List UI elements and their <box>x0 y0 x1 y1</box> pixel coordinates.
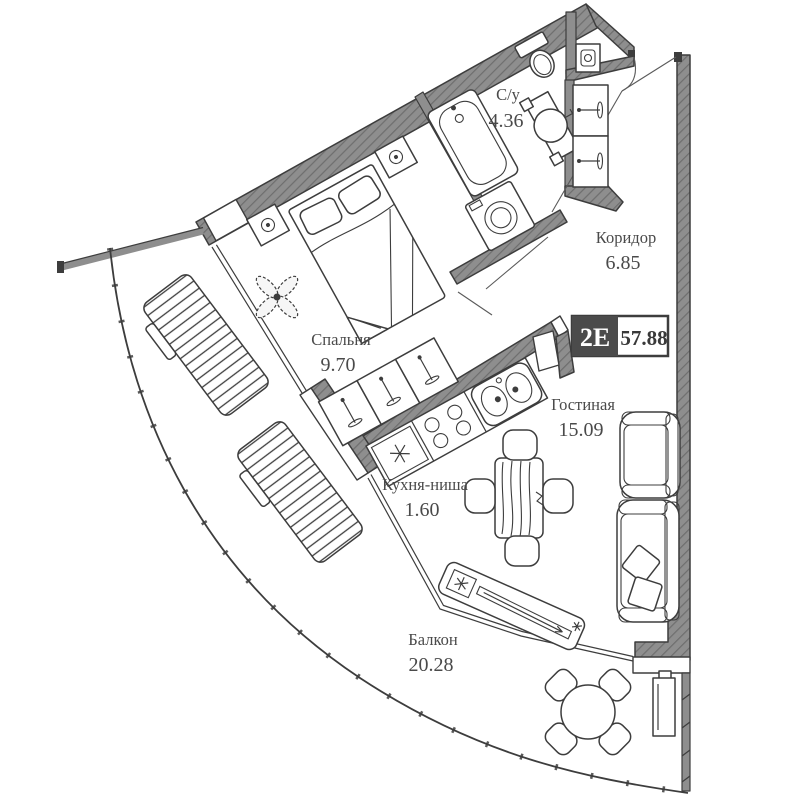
wall-alcove-bottom <box>564 185 624 212</box>
tv-bench <box>437 561 586 651</box>
entry-door-arc <box>621 56 637 92</box>
living-furniture <box>437 411 681 651</box>
dining-table <box>464 429 574 567</box>
bed <box>288 164 446 345</box>
stove <box>424 404 472 449</box>
toilet <box>514 31 555 78</box>
wall-toilet-divider <box>565 11 577 75</box>
bathtub <box>427 89 519 197</box>
room-label-bedroom: Спальня <box>311 330 371 349</box>
bathroom-sink <box>518 90 580 167</box>
sun-lounger <box>143 274 269 416</box>
bedroom-door-leaf <box>457 291 493 316</box>
unit-badge: 2Е 57.88 <box>570 314 670 358</box>
decor-star-icon <box>454 577 469 591</box>
hanger-icon <box>417 355 440 385</box>
niche-appliance <box>575 43 601 73</box>
hanger-icon <box>379 376 401 407</box>
armchair <box>619 411 681 499</box>
kitchen-sink <box>470 362 543 427</box>
hanger-icon <box>340 397 363 428</box>
snowflake-icon <box>390 444 410 463</box>
parapet-end-cap <box>57 261 64 273</box>
balcony-parapet <box>61 227 204 271</box>
bathroom-fixtures <box>427 31 601 252</box>
room-label-kitchen: Кухня-ниша <box>382 475 469 494</box>
hanger-icon <box>577 101 604 119</box>
kitchen-counter <box>365 357 549 487</box>
bath-door-leaf <box>485 236 549 290</box>
sun-lounger <box>237 421 363 563</box>
washing-machine <box>464 180 536 252</box>
kitchen-window <box>299 387 369 481</box>
vent-duct <box>532 330 560 372</box>
pillow <box>627 576 663 612</box>
balcony-rail-ticks <box>681 693 691 783</box>
room-area-kitchen: 1.60 <box>405 499 440 521</box>
room-label-corridor: Коридор <box>596 228 656 247</box>
balcony-parapet-edge <box>61 226 204 265</box>
fridge <box>370 425 430 482</box>
balcony-table-set <box>544 668 632 756</box>
east-wall-cap <box>674 52 682 62</box>
nightstand <box>373 135 419 179</box>
room-label-bathroom: С/у <box>496 85 521 104</box>
bedroom-wardrobe <box>317 337 459 447</box>
room-label-living: Гостиная <box>551 395 615 414</box>
decor-star-icon <box>571 621 582 632</box>
sofa <box>616 499 680 623</box>
dining-chair <box>504 535 540 567</box>
dining-chair <box>502 429 538 461</box>
room-label-balcony: Балкон <box>408 630 458 649</box>
plant <box>255 275 299 319</box>
wall-kitchen-cap <box>550 315 569 338</box>
balcony-rail <box>681 672 691 792</box>
hall-wardrobe <box>572 84 609 188</box>
dining-chair <box>464 478 496 514</box>
room-area-balcony: 20.28 <box>409 654 454 676</box>
hanger-icon <box>577 152 604 170</box>
entry-jamb-cap <box>628 50 635 61</box>
room-labels: С/у 4.36 Коридор 6.85 Спальня 9.70 Гости… <box>311 85 656 676</box>
unit-area: 57.88 <box>620 326 667 350</box>
balcony-table <box>560 684 616 740</box>
pillow <box>621 544 661 584</box>
nightstand <box>245 203 291 247</box>
dining-chair <box>542 478 574 514</box>
unit-type: 2Е <box>580 323 610 352</box>
room-area-bathroom: 4.36 <box>489 110 524 132</box>
room-area-living: 15.09 <box>559 419 604 441</box>
bedroom-glazing <box>211 244 307 394</box>
balcony-curve <box>109 247 689 794</box>
entry-door-leaf <box>621 56 677 92</box>
room-area-bedroom: 9.70 <box>321 354 356 376</box>
room-area-corridor: 6.85 <box>606 252 641 274</box>
balcony-furniture <box>143 274 676 756</box>
flower-box <box>652 670 676 737</box>
wood-grain <box>501 460 544 538</box>
